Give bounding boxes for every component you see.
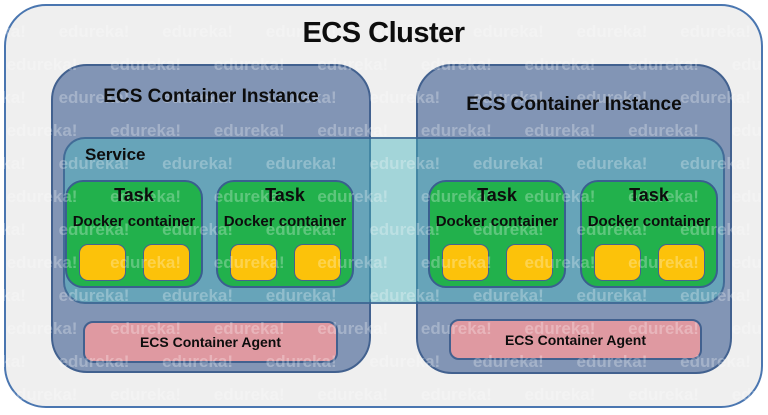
docker-container-box [293, 244, 341, 281]
docker-container-box [593, 244, 641, 281]
docker-container-label: Docker container [223, 213, 347, 230]
task-box: Task Docker container [580, 180, 718, 288]
service-label: Service [85, 145, 146, 164]
container-instance-label: ECS Container Instance [103, 86, 319, 107]
ecs-container-agent-right: ECS Container Agent [449, 319, 702, 360]
docker-container-box [657, 244, 705, 281]
docker-container-box [78, 244, 126, 281]
task-label: Task [114, 185, 154, 205]
task-label: Task [629, 185, 669, 205]
docker-container-label: Docker container [435, 213, 559, 230]
ecs-container-agent-left: ECS Container Agent [83, 321, 338, 363]
container-row [218, 244, 352, 281]
task-label: Task [265, 185, 305, 205]
cluster-title: ECS Cluster [302, 17, 465, 49]
docker-container-label: Docker container [587, 213, 711, 230]
docker-container-box [229, 244, 277, 281]
agent-label: ECS Container Agent [504, 331, 647, 348]
agent-label: ECS Container Agent [139, 334, 282, 350]
docker-container-box [441, 244, 489, 281]
container-row [67, 244, 201, 281]
container-row [582, 244, 716, 281]
task-box: Task Docker container [65, 180, 203, 288]
docker-container-label: Docker container [72, 213, 196, 230]
container-row [430, 244, 564, 281]
docker-container-box [142, 244, 190, 281]
task-box: Task Docker container [428, 180, 566, 288]
task-box: Task Docker container [216, 180, 354, 288]
container-instance-label: ECS Container Instance [466, 94, 682, 115]
docker-container-box [505, 244, 553, 281]
task-label: Task [477, 185, 517, 205]
